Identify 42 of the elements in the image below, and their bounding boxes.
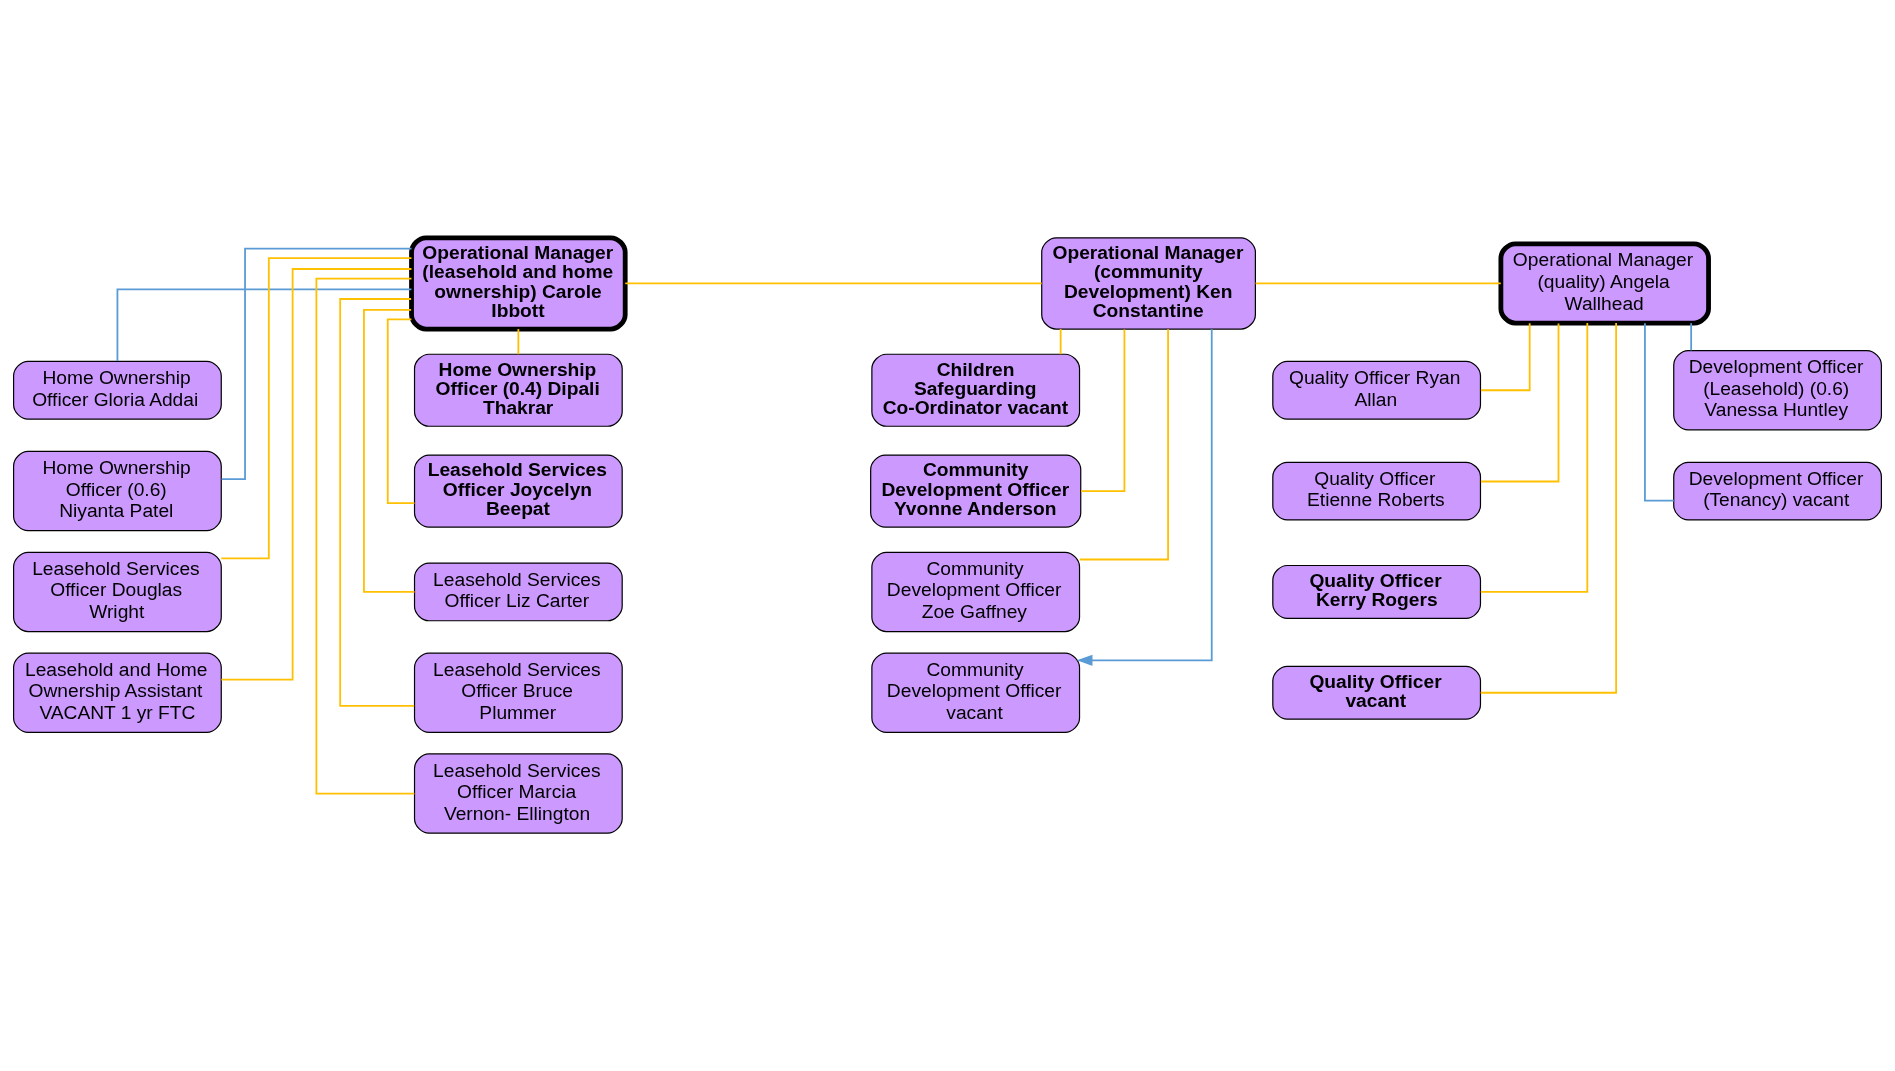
connector	[339, 298, 416, 707]
node-box: Home Ownership Officer (0.6) Niyanta Patel	[13, 450, 222, 532]
connector	[1644, 322, 1675, 502]
connector	[1479, 322, 1531, 392]
node-box: Quality Officer Ryan Allan	[1272, 360, 1482, 420]
connector	[624, 282, 1043, 285]
node-box: Community Development Officer Yvonne Anderson	[870, 454, 1082, 528]
node-box: Development Officer (Leasehold) (0.6) Vanessa Huntley	[1673, 350, 1882, 431]
connector	[1479, 322, 1560, 483]
node-box: Children Safeguarding Co-Ordinator vacant	[871, 353, 1081, 427]
node-box: Leasehold Services Officer Liz Carter	[413, 562, 623, 622]
node-box: Development Officer (Tenancy) vacant	[1673, 461, 1882, 521]
node-box: Quality Officer Kerry Rogers	[1272, 564, 1482, 619]
node-box: Leasehold and Home Ownership Assistant VACANT 1 yr FTC	[13, 652, 222, 733]
node-box: Community Development Officer vacant	[871, 652, 1081, 733]
connector	[1690, 322, 1693, 352]
connector	[220, 257, 413, 560]
connector	[517, 328, 520, 356]
connector	[1479, 322, 1589, 593]
connector	[386, 318, 416, 504]
connector	[1059, 328, 1062, 356]
node-box: Leasehold Services Officer Marcia Vernon- Ellington	[413, 753, 623, 834]
connector	[220, 268, 413, 681]
node-box: Leasehold Services Officer Bruce Plummer	[413, 652, 623, 733]
node-box: Leasehold Services Officer Joycelyn Beepat	[413, 454, 623, 528]
node-box: Operational Manager (community Development) Ken Constantine	[1041, 237, 1256, 330]
connector	[363, 308, 416, 593]
node-box: Home Ownership Officer (0.4) Dipali Thakrar	[413, 353, 623, 427]
node-box: Quality Officer vacant	[1272, 665, 1482, 720]
connector	[1080, 328, 1126, 492]
node-box: Home Ownership Officer Gloria Addai	[13, 360, 222, 420]
node-box: Leasehold Services Officer Douglas Wright	[13, 551, 222, 633]
connector	[1078, 328, 1169, 561]
connector	[116, 288, 413, 362]
connector	[1254, 282, 1502, 285]
node-box: Operational Manager (leasehold and home ownership) Carole Ibbott	[409, 235, 628, 332]
connector	[1479, 322, 1617, 694]
node-box: Community Development Officer Zoe Gaffney	[871, 551, 1081, 633]
node-box: Quality Officer Etienne Roberts	[1272, 461, 1482, 521]
connector	[315, 277, 416, 795]
node-box: Operational Manager (quality) Angela Wallhead	[1498, 241, 1711, 326]
arrow	[1076, 328, 1213, 666]
